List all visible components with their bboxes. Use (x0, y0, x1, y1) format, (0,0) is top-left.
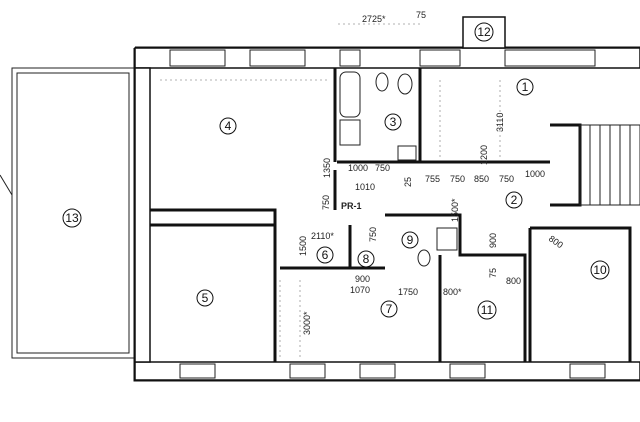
dimension-label: 750 (450, 174, 465, 184)
room-number: 5 (202, 291, 209, 305)
room-labels: 1 2 3 4 5 6 7 8 9 10 11 12 13 (62, 22, 610, 320)
stairs (579, 124, 640, 206)
room-11: 11 (477, 300, 497, 320)
dimension-label: 1000 (348, 163, 368, 173)
room-number: 6 (322, 248, 329, 262)
room-5: 5 (196, 289, 214, 307)
room-number: 3 (390, 115, 397, 129)
dimension-label: 750 (375, 163, 390, 173)
windows (169, 49, 606, 379)
dimension-label: 1070 (350, 285, 370, 295)
room-2: 2 (505, 191, 523, 209)
room-3: 3 (384, 113, 402, 131)
dimension-label: 1200 (479, 145, 489, 165)
room-number: 7 (386, 302, 393, 316)
dimension-label: 1500* (450, 198, 460, 222)
dimension-label: 1350 (322, 158, 332, 178)
room-number: 13 (65, 211, 79, 225)
room-13: 13 (62, 208, 82, 228)
dimension-label: PR-1 (341, 201, 362, 211)
dimension-label: 75 (416, 10, 426, 20)
dimension-label: 2725* (362, 14, 386, 24)
room-9: 9 (401, 231, 419, 249)
dimension-labels: 2725* 75 3110 1200 1350 1000 750 25 755 … (298, 10, 565, 335)
bathroom-fixtures (339, 71, 458, 267)
room-number: 1 (522, 80, 529, 94)
room-6: 6 (316, 246, 334, 264)
dimension-label: 900 (488, 233, 498, 248)
dimension-label: 900 (355, 274, 370, 284)
dimension-label: 3110 (495, 113, 505, 132)
room-10: 10 (590, 260, 610, 280)
interior-walls (150, 68, 632, 362)
room-4: 4 (219, 117, 237, 135)
room-number: 8 (363, 252, 370, 266)
room-7: 7 (380, 300, 398, 318)
dimension-label: 850 (474, 174, 489, 184)
dimension-label: 800 (506, 276, 521, 286)
dimension-label: 750 (368, 227, 378, 242)
dimension-label: 800* (443, 287, 462, 297)
dimension-label: 750 (321, 195, 331, 210)
dimension-label: 2110* (311, 231, 334, 241)
dimension-label: 1500 (298, 236, 308, 256)
dimension-label: 1750 (398, 287, 418, 297)
room-number: 10 (593, 263, 607, 277)
dimension-label: 1000 (525, 169, 545, 179)
dimension-label: 25 (403, 177, 413, 187)
room-number: 12 (477, 25, 491, 39)
furniture-hints (160, 79, 501, 360)
room-12: 12 (474, 22, 494, 42)
room-number: 2 (511, 193, 518, 207)
dimension-label: 3000* (302, 311, 312, 335)
dimension-label: 750 (499, 174, 514, 184)
room-number: 4 (225, 119, 232, 133)
room-1: 1 (516, 78, 534, 96)
room-number: 11 (481, 303, 494, 317)
dimension-label: 75 (488, 268, 498, 278)
dimension-label: 1010 (355, 182, 375, 192)
room-8: 8 (357, 250, 375, 268)
room-number: 9 (407, 233, 414, 247)
exterior-walls (133, 16, 640, 382)
dimension-label: 800 (547, 233, 565, 250)
dimension-label: 755 (425, 174, 440, 184)
